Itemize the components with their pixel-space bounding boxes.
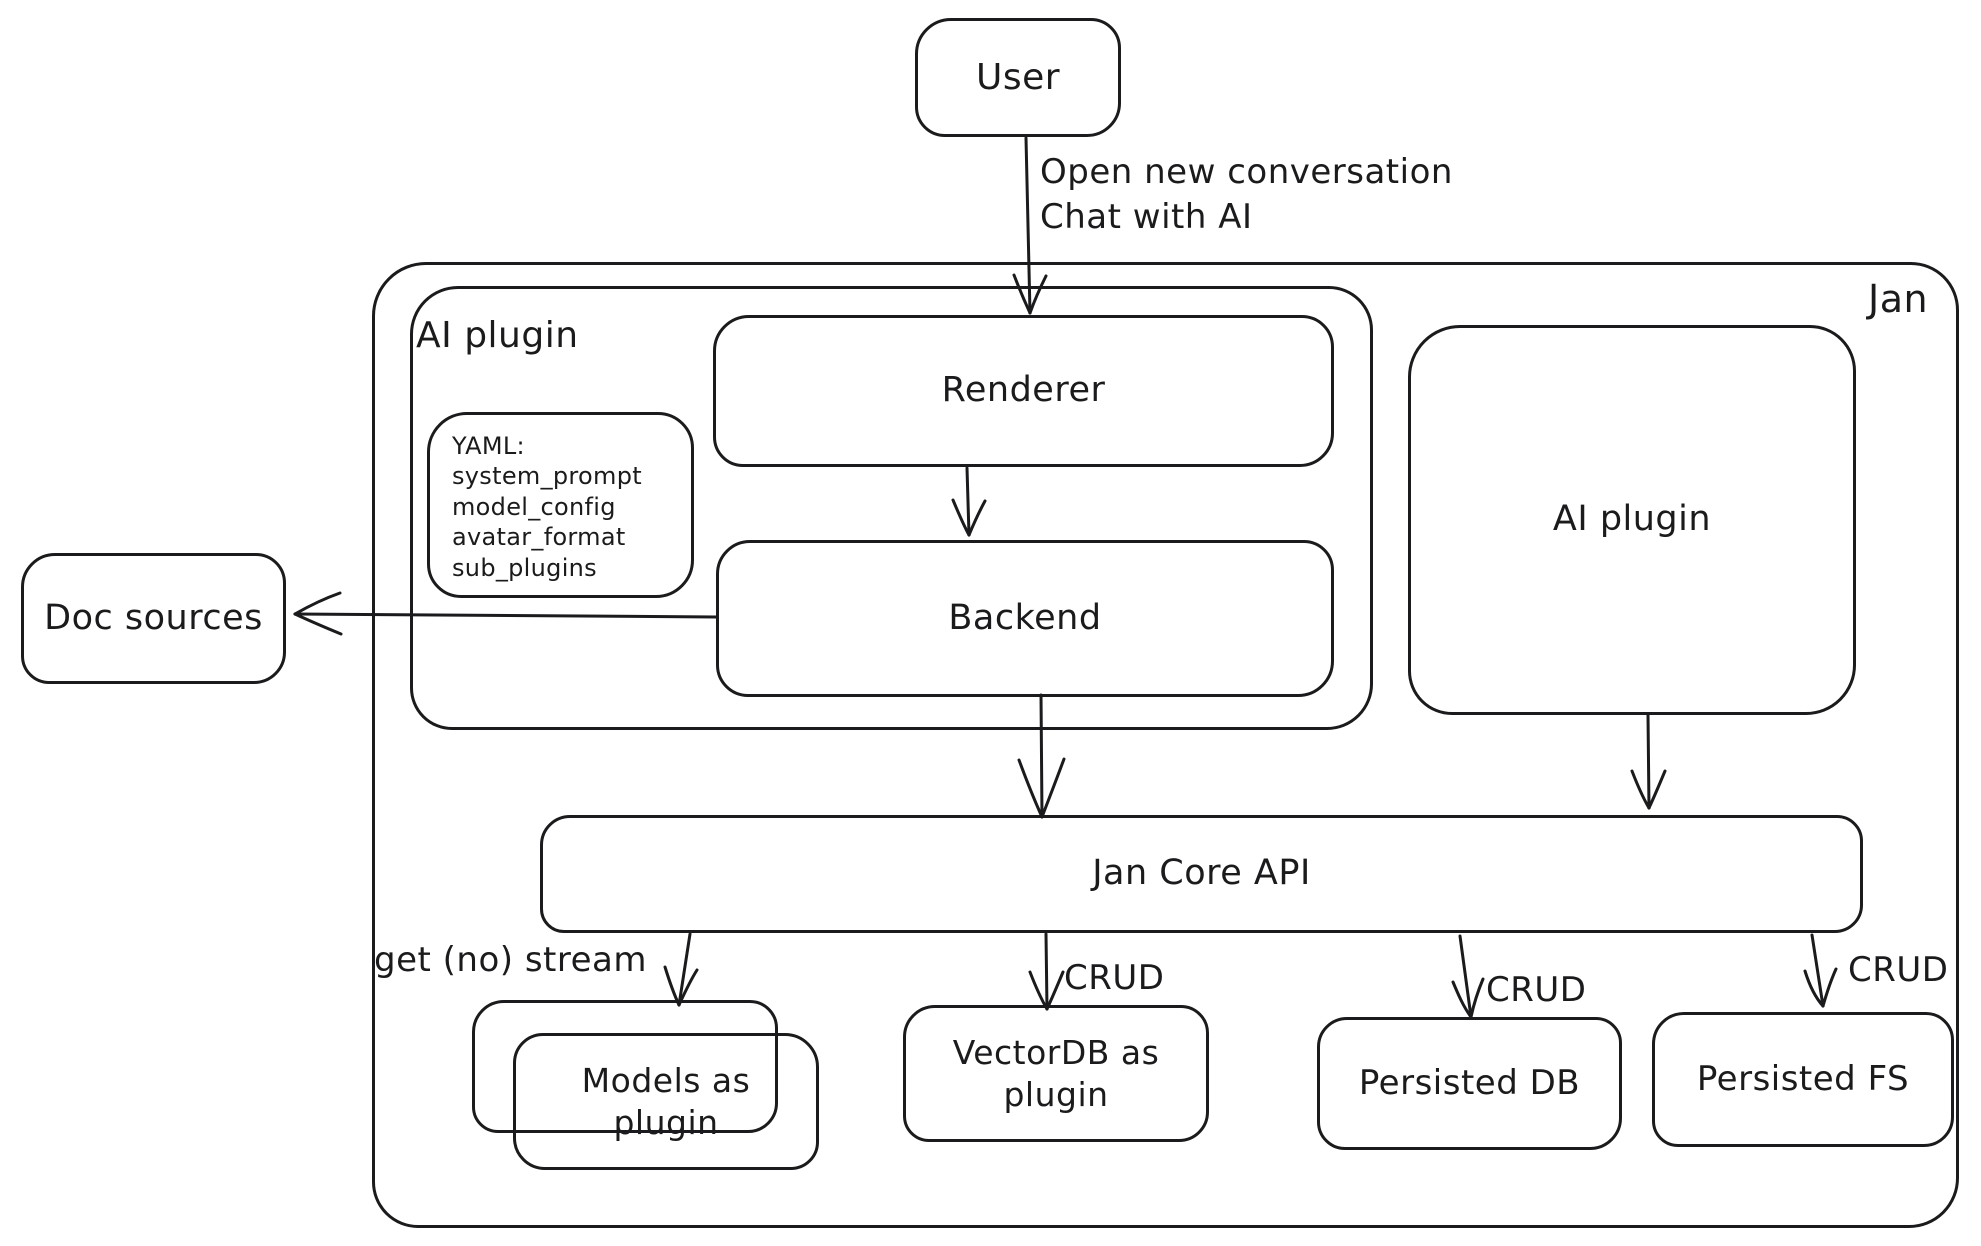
ai-plugin-group-label: AI plugin [416, 315, 579, 356]
models-as-plugin-shadow-box [472, 1000, 778, 1133]
persisted-fs-node: Persisted FS [1652, 1012, 1954, 1147]
vectordb-as-plugin-node: VectorDB as plugin [903, 1005, 1209, 1142]
ai-plugin-node: AI plugin [1408, 325, 1856, 715]
models-as-plugin-node: Models as plugin [513, 1033, 819, 1170]
doc-sources-node: Doc sources [21, 553, 286, 684]
persisted-db-node: Persisted DB [1317, 1017, 1622, 1150]
edge-label-crud-persisted-db: CRUD [1486, 970, 1587, 1010]
edge-label-crud-persisted-fs: CRUD [1848, 950, 1949, 990]
edge-label-get-no-stream: get (no) stream [374, 940, 647, 980]
backend-node: Backend [716, 540, 1334, 697]
edge-label-crud-vectordb: CRUD [1064, 958, 1165, 998]
user-node: User [915, 18, 1121, 137]
edge-label-user-action: Open new conversation Chat with AI [1040, 152, 1453, 237]
yaml-note: YAML: system_prompt model_config avatar_… [427, 412, 694, 598]
jan-container [372, 262, 1959, 1228]
jan-container-label: Jan [1868, 277, 1929, 321]
renderer-node: Renderer [713, 315, 1334, 467]
ai-plugin-group [410, 286, 1373, 730]
jan-core-api-node: Jan Core API [540, 815, 1863, 933]
